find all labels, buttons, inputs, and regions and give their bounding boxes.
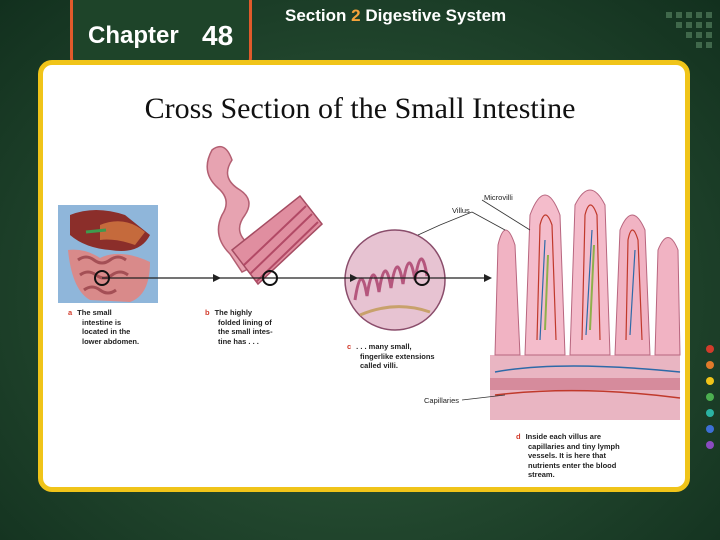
section-number: 2 xyxy=(351,6,361,25)
caption-line: The small xyxy=(77,308,112,317)
villi-closeup-circle xyxy=(344,229,446,331)
chapter-number: 48 xyxy=(202,20,234,51)
decorative-color-dots xyxy=(703,345,717,457)
caption-line: The highly xyxy=(214,308,253,317)
caption-letter: c xyxy=(347,342,352,351)
caption-letter: a xyxy=(68,308,73,317)
caption-line: capillaries and tiny lymph xyxy=(528,441,620,451)
decorative-dot xyxy=(706,393,714,401)
decorative-dot xyxy=(706,361,714,369)
caption-d: d Inside each villus are capillaries and … xyxy=(516,432,620,480)
caption-line: fingerlike extensions xyxy=(360,351,435,361)
caption-line: folded lining of xyxy=(218,317,272,327)
caption-line: located in the xyxy=(82,327,131,336)
section-prefix: Section xyxy=(285,6,347,25)
decorative-dot xyxy=(706,409,714,417)
label-villus: Villus xyxy=(452,206,470,215)
caption-line: intestine is xyxy=(82,317,122,327)
section-heading: Section 2 Digestive System xyxy=(285,6,506,26)
caption-line: nutrients enter the blood xyxy=(528,460,617,470)
decorative-dot xyxy=(706,345,714,353)
slide-title: Cross Section of the Small Intestine xyxy=(144,92,576,125)
chapter-label: Chapter xyxy=(88,22,179,49)
caption-line: lower abdomen. xyxy=(82,336,140,346)
caption-letter: b xyxy=(205,308,210,317)
caption-line: vessels. It is here that xyxy=(528,451,606,460)
decorative-dot xyxy=(706,377,714,385)
caption-b: b The highly folded lining of the small i… xyxy=(205,308,273,346)
label-leader-lines xyxy=(417,199,531,401)
decorative-dot xyxy=(706,425,714,433)
villus-detail-illustration xyxy=(490,189,681,420)
caption-line: the small intes- xyxy=(218,327,273,336)
caption-letter: d xyxy=(516,432,521,441)
label-capillaries: Capillaries xyxy=(424,396,460,405)
section-title: Digestive System xyxy=(365,6,507,25)
caption-line: called villi. xyxy=(360,361,398,370)
caption-c: c . . . many small, fingerlike extensions… xyxy=(347,342,435,371)
decorative-dot xyxy=(706,441,714,449)
decorative-dot-grid xyxy=(666,12,712,48)
caption-line: tine has . . . xyxy=(218,336,259,346)
caption-a: a The small intestine is located in the l… xyxy=(68,308,139,346)
caption-line: Inside each villus are xyxy=(525,432,602,441)
abdomen-illustration xyxy=(58,205,158,303)
connector-line xyxy=(94,270,492,286)
caption-line: stream. xyxy=(528,470,555,479)
caption-line: . . . many small, xyxy=(356,342,412,351)
label-microvilli: Microvilli xyxy=(484,193,513,202)
folded-lining-illustration xyxy=(206,145,324,286)
